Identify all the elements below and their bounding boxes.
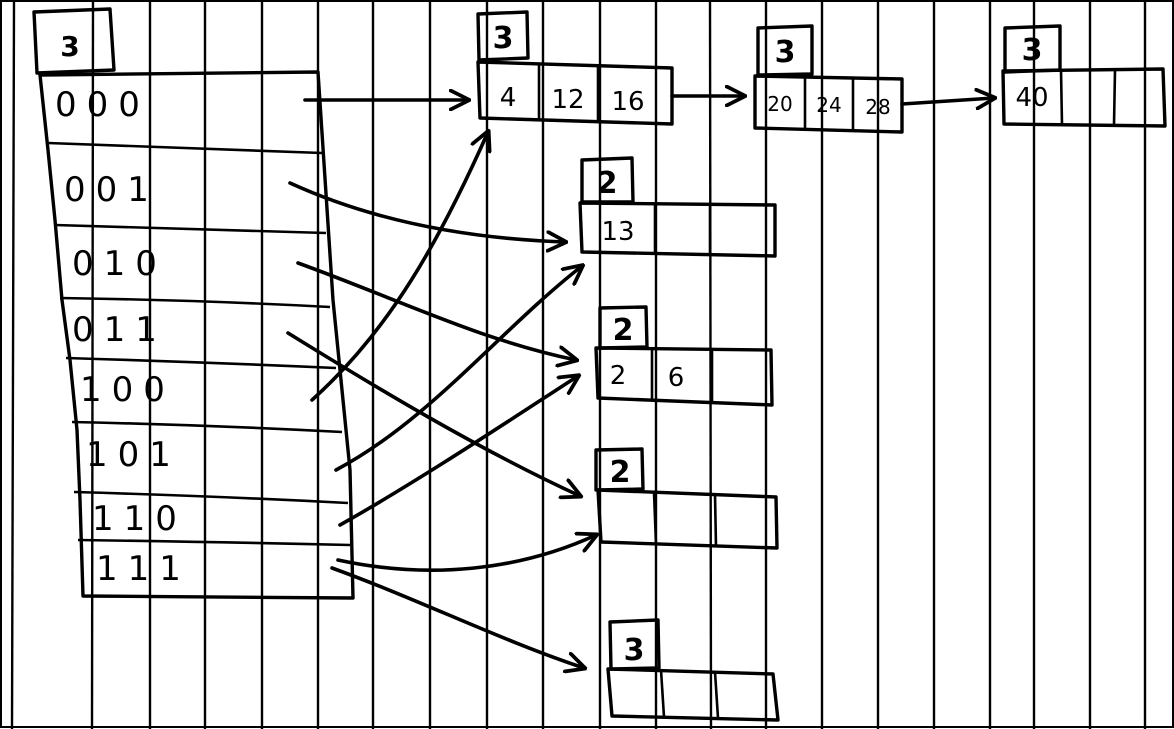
bucket-b-slot-2: 24 [816,93,841,117]
bucket-f: 2 [594,447,779,550]
bucket-e-depth: 2 [613,313,634,348]
arrow-001-to-bucket-d [288,181,565,242]
arrow-111-to-bucket-g [330,566,584,668]
bucket-e-slot-1: 2 [610,361,627,391]
arrow-010-to-bucket-e [296,261,576,360]
directory: 3 000 001 010 011 100 101 110 111 [32,7,355,600]
bucket-b: 3 20 24 28 [753,24,904,134]
bucket-b-depth: 3 [775,35,796,70]
dir-entry-111: 111 [96,549,191,589]
bucket-d: 2 13 [578,156,777,258]
arrow-101-to-bucket-d [334,266,582,472]
bucket-a-slot-1: 4 [500,83,517,113]
dir-entry-000: 000 [55,85,150,125]
dir-entry-001: 001 [64,170,159,210]
arrow-011-to-bucket-f [286,331,580,496]
dir-entry-010: 010 [72,244,167,284]
bucket-e-slot-2: 6 [668,363,685,393]
directory-outline [38,70,355,600]
dir-entry-110: 110 [92,499,187,539]
arrow-110-to-bucket-e [338,376,578,527]
global-depth-value: 3 [60,30,79,63]
bucket-g-depth: 3 [624,633,645,668]
dir-entry-101: 101 [86,435,181,475]
arrow-111-to-bucket-f [336,535,596,572]
bucket-g: 3 [606,618,780,722]
bucket-a-slot-3: 16 [611,87,644,117]
bucket-c-slot-1: 40 [1015,83,1048,113]
arrow-bucket-b-to-bucket-c [900,98,994,104]
bucket-d-slot-1: 13 [601,217,634,247]
bucket-c: 3 40 [1001,24,1167,128]
bucket-c-depth: 3 [1022,33,1043,68]
arrow-100-to-bucket-a [310,132,488,402]
bucket-a-depth: 3 [493,21,514,56]
global-depth-box [32,7,116,75]
bucket-f-depth: 2 [610,455,631,490]
bucket-b-slot-3: 28 [865,95,890,119]
pointer-arrows [286,96,994,668]
bucket-b-slot-1: 20 [767,92,792,116]
bucket-e: 2 2 6 [594,305,774,407]
bucket-d-depth: 2 [597,166,618,201]
dir-entry-100: 100 [80,370,175,410]
dir-entry-011: 011 [72,310,167,350]
bucket-a: 3 4 12 16 [476,10,674,126]
bucket-a-slot-2: 12 [551,85,584,115]
